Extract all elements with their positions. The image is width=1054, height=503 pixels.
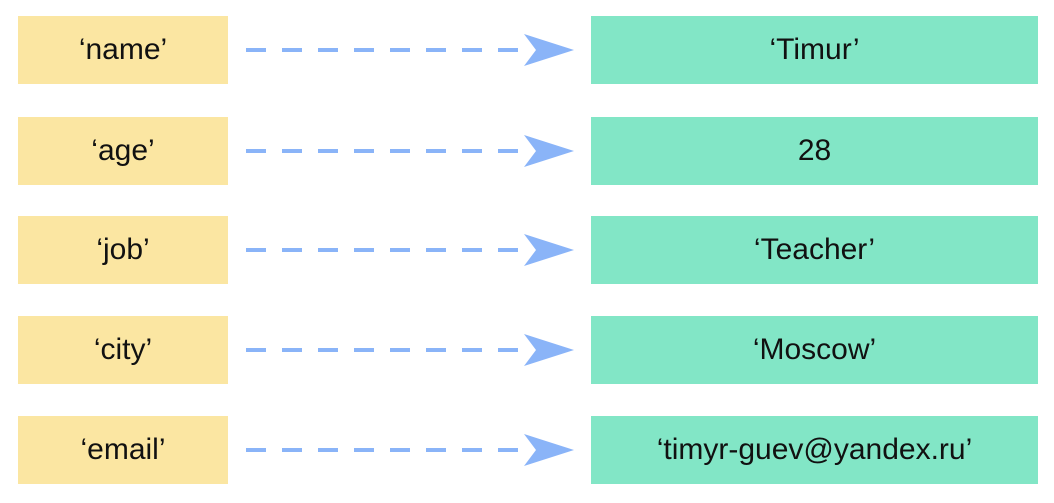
value-box: 28	[591, 117, 1038, 185]
value-box: ‘Timur’	[591, 16, 1038, 84]
value-box: ‘Moscow’	[591, 316, 1038, 384]
dashed-arrow-icon	[246, 34, 574, 66]
key-box: ‘age’	[18, 117, 228, 185]
dashed-arrow-icon	[246, 334, 574, 366]
value-box: ‘timyr-guev@yandex.ru’	[591, 416, 1038, 484]
dashed-arrow-icon	[246, 135, 574, 167]
key-box: ‘job’	[18, 216, 228, 284]
key-box: ‘email’	[18, 416, 228, 484]
value-box: ‘Teacher’	[591, 216, 1038, 284]
mapping-row-email: ‘email’ ‘timyr-guev@yandex.ru’	[0, 416, 1054, 484]
dashed-arrow-icon	[246, 234, 574, 266]
mapping-row-job: ‘job’ ‘Teacher’	[0, 216, 1054, 284]
dashed-arrow-icon	[246, 434, 574, 466]
mapping-row-name: ‘name’ ‘Timur’	[0, 16, 1054, 84]
mapping-row-city: ‘city’ ‘Moscow’	[0, 316, 1054, 384]
mapping-row-age: ‘age’ 28	[0, 117, 1054, 185]
key-box: ‘city’	[18, 316, 228, 384]
key-box: ‘name’	[18, 16, 228, 84]
